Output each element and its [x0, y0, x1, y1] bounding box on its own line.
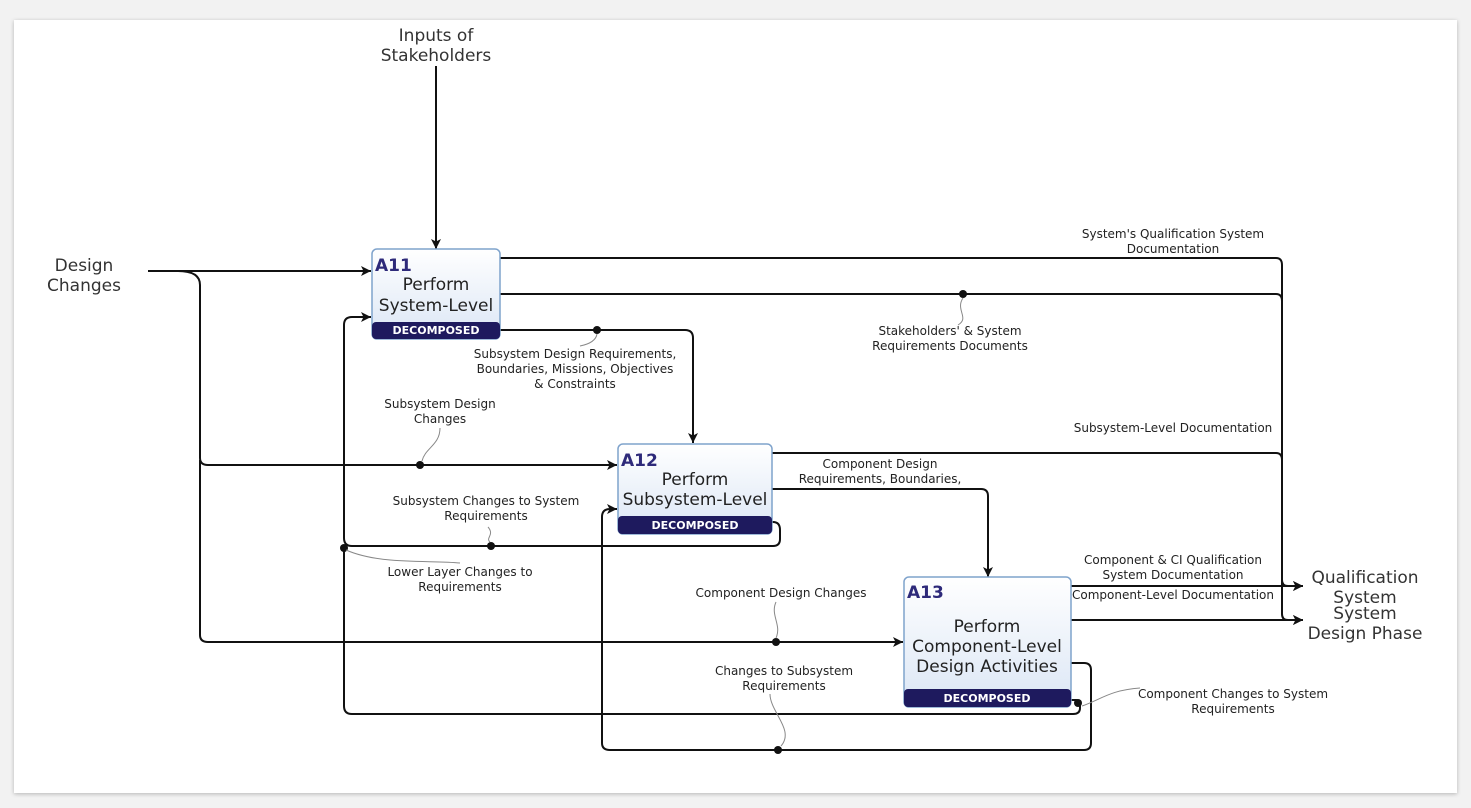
- badge-label: DECOMPOSED: [652, 519, 739, 532]
- junction-dot: [416, 461, 424, 469]
- callout-line: [773, 601, 779, 639]
- label-system-design-phase: Design Phase: [1308, 624, 1423, 644]
- callout-line: [957, 297, 964, 326]
- activity-title-line: Perform: [662, 470, 729, 490]
- badge: [904, 689, 1071, 707]
- badge-label: DECOMPOSED: [944, 692, 1031, 705]
- arrow-subsystem-level-doc[interactable]: [772, 452, 1283, 614]
- label-component-design-req: Component Design: [823, 457, 938, 471]
- callout-line: [345, 549, 461, 564]
- arrow-design-changes-to-a12[interactable]: [177, 270, 617, 470]
- label-callouts: [345, 297, 1141, 747]
- label-stakeholders-sys-req-docs: Requirements Documents: [872, 339, 1028, 353]
- badge-label: DECOMPOSED: [393, 324, 480, 337]
- junction-dot: [593, 326, 601, 334]
- label-component-changes-to-sys-req: Component Changes to System: [1138, 687, 1328, 701]
- label-lower-layer-changes: Lower Layer Changes to: [387, 565, 532, 579]
- arrow-component-design-req[interactable]: [772, 488, 993, 577]
- activity-box-a11[interactable]: A11 Perform System-Level DECOMPOSED: [371, 248, 501, 340]
- activity-box-a12[interactable]: A12 Perform Subsystem-Level DECOMPOSED: [617, 443, 773, 535]
- arrow-labels: System's Qualification System Documentat…: [384, 227, 1328, 716]
- activity-id: A13: [907, 583, 944, 603]
- junction-dot: [487, 542, 495, 550]
- badge: [618, 516, 772, 534]
- label-component-level-doc: Component-Level Documentation: [1072, 588, 1274, 602]
- activity-id: A12: [621, 451, 658, 471]
- label-subsystem-changes-to-sys-req: Subsystem Changes to System: [393, 494, 580, 508]
- arrow-subsystem-design-req[interactable]: [500, 329, 698, 443]
- arrow-design-changes-to-a13[interactable]: [199, 460, 903, 647]
- label-system-design-phase: System: [1333, 604, 1396, 624]
- diagram-canvas: [14, 20, 1457, 793]
- callout-line: [1081, 687, 1141, 707]
- label-system-qual-doc: System's Qualification System: [1082, 227, 1264, 241]
- activity-title-line: Subsystem-Level: [623, 490, 768, 510]
- callout-line: [769, 693, 786, 747]
- label-qualification-system: Qualification: [1311, 568, 1418, 588]
- activity-title-line: Component-Level: [912, 637, 1062, 657]
- junction-dot: [1074, 699, 1082, 707]
- label-component-changes-to-sys-req: Requirements: [1191, 702, 1274, 716]
- label-subsystem-changes-to-sys-req: Requirements: [444, 509, 527, 523]
- label-subsystem-level-doc: Subsystem-Level Documentation: [1074, 421, 1273, 435]
- label-inputs-stakeholders: Stakeholders: [381, 46, 492, 66]
- label-subsystem-design-changes: Changes: [414, 412, 466, 426]
- activity-title-line: Perform: [403, 275, 470, 295]
- arrow-changes-to-subsystem-req[interactable]: [601, 504, 1092, 751]
- label-stakeholders-sys-req-docs: Stakeholders' & System: [878, 324, 1021, 338]
- label-subsystem-design-req: Subsystem Design Requirements,: [474, 347, 677, 361]
- badge: [372, 322, 500, 339]
- callout-line: [487, 526, 492, 543]
- arrow-subsystem-changes-to-sys-req[interactable]: [343, 312, 781, 547]
- label-component-ci-qual-doc: Component & CI Qualification: [1084, 553, 1262, 567]
- label-component-design-req: Requirements, Boundaries,: [799, 472, 962, 486]
- label-design-changes: Changes: [47, 276, 121, 296]
- junction-dot: [959, 290, 967, 298]
- callout-line: [421, 427, 441, 462]
- external-labels: Inputs of Stakeholders Design Changes Qu…: [47, 26, 1422, 644]
- wires: [148, 66, 1303, 751]
- junction-dot: [774, 746, 782, 754]
- label-changes-to-subsystem-req: Requirements: [742, 679, 825, 693]
- label-subsystem-design-req: Boundaries, Missions, Objectives: [477, 362, 674, 376]
- activity-id: A11: [375, 256, 412, 276]
- activity-box-a13[interactable]: A13 Perform Component-Level Design Activ…: [903, 576, 1072, 708]
- label-system-qual-doc: Documentation: [1127, 242, 1220, 256]
- activity-title-line: System-Level: [379, 296, 493, 316]
- label-lower-layer-changes: Requirements: [418, 580, 501, 594]
- junction-dot: [772, 638, 780, 646]
- label-subsystem-design-changes: Subsystem Design: [384, 397, 495, 411]
- label-changes-to-subsystem-req: Changes to Subsystem: [715, 664, 853, 678]
- label-subsystem-design-req: & Constraints: [534, 377, 616, 391]
- activity-title-line: Design Activities: [916, 657, 1058, 677]
- label-inputs-stakeholders: Inputs of: [399, 26, 475, 46]
- label-qualification-system: System: [1333, 588, 1396, 608]
- label-component-ci-qual-doc: System Documentation: [1102, 568, 1243, 582]
- callout-line: [579, 333, 598, 347]
- label-component-design-changes: Component Design Changes: [696, 586, 867, 600]
- activity-title-line: Perform: [954, 617, 1021, 637]
- label-design-changes: Design: [55, 256, 114, 276]
